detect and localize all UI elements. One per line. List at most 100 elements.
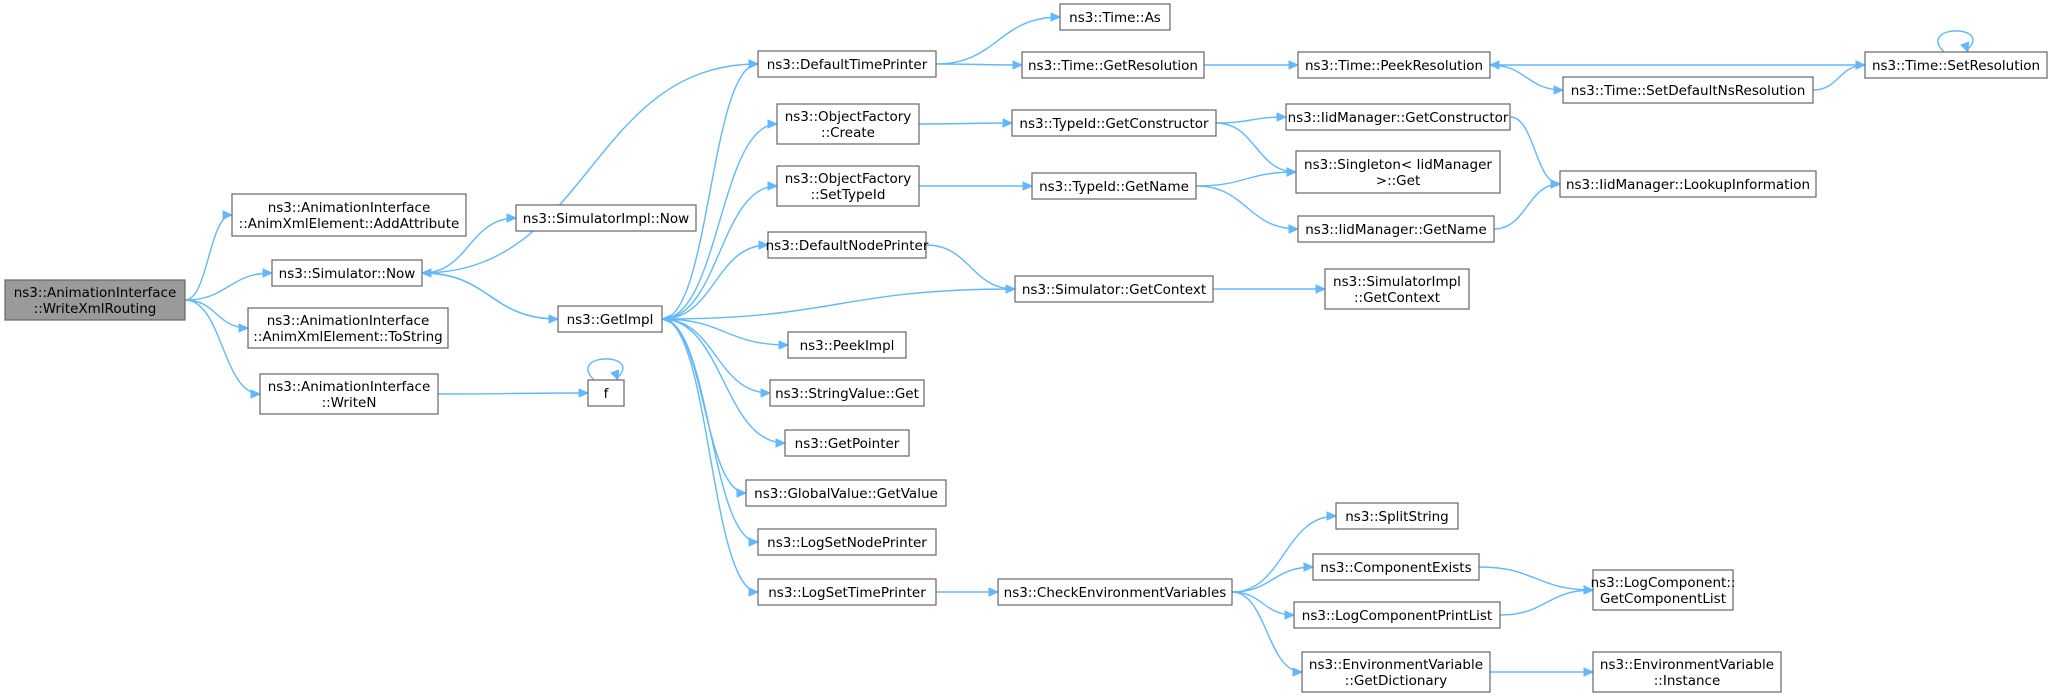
node-globalvalueget[interactable]: ns3::GlobalValue::GetValue — [745, 479, 947, 507]
node-typeidgetctor[interactable]: ns3::TypeId::GetConstructor — [1011, 109, 1217, 137]
node-label: ns3::StringValue::Get — [775, 386, 919, 402]
node-label: >::Get — [1376, 173, 1420, 189]
node-label: ns3::AnimationInterface — [14, 285, 177, 301]
edge-timepeekres-to-timesetdefns — [1489, 64, 1564, 91]
node-logsetnodeprinter[interactable]: ns3::LogSetNodePrinter — [757, 528, 937, 556]
node-splitstring[interactable]: ns3::SplitString — [1335, 502, 1459, 530]
edge-arrowhead — [262, 268, 274, 278]
node-timepeekres[interactable]: ns3::Time::PeekResolution — [1297, 51, 1491, 79]
node-envinstance[interactable]: ns3::EnvironmentVariable::Instance — [1592, 651, 1782, 693]
node-box — [1021, 51, 1205, 79]
node-label: ns3::LogComponent:: — [1591, 575, 1736, 591]
node-box — [757, 578, 937, 606]
node-logcompgetlist[interactable]: ns3::LogComponent::GetComponentList — [1591, 569, 1736, 611]
node-box — [787, 331, 907, 359]
node-box — [1301, 651, 1491, 693]
node-timesetres[interactable]: ns3::Time::SetResolution — [1864, 51, 2048, 79]
node-deftimeprinter[interactable]: ns3::DefaultTimePrinter — [757, 50, 937, 78]
node-simimplnow[interactable]: ns3::SimulatorImpl::Now — [515, 204, 697, 232]
edge-arrowhead — [748, 587, 760, 597]
node-iidgetname[interactable]: ns3::IidManager::GetName — [1297, 215, 1495, 243]
edge-typeidgetname-to-singletonget — [1195, 171, 1297, 187]
node-box — [1293, 601, 1501, 629]
node-root[interactable]: ns3::AnimationInterface::WriteXmlRouting — [4, 279, 186, 321]
node-box — [4, 279, 186, 321]
edge-getimpl-to-deftimeprinter — [661, 63, 759, 320]
edge-arrowhead — [1315, 284, 1327, 294]
node-ofcreate[interactable]: ns3::ObjectFactory::Create — [776, 103, 920, 145]
node-compexists[interactable]: ns3::ComponentExists — [1312, 553, 1480, 581]
node-box — [271, 259, 423, 287]
node-simimplgetcontext[interactable]: ns3::SimulatorImpl::GetContext — [1324, 268, 1470, 310]
node-label: ::GetDictionary — [1345, 673, 1447, 689]
edge-arrowhead — [748, 537, 760, 547]
node-label: ns3::AnimationInterface — [267, 313, 430, 329]
node-getpointer[interactable]: ns3::GetPointer — [784, 429, 910, 457]
edge-defnodeprinter-to-simgetcontext — [925, 244, 1016, 290]
edge-root-to-addattr — [184, 214, 233, 301]
edge-checkenv-to-envgetdict — [1231, 591, 1303, 673]
node-tostring[interactable]: ns3::AnimationInterface::AnimXmlElement:… — [247, 307, 449, 349]
node-box — [1285, 103, 1511, 131]
node-stringvalueget[interactable]: ns3::StringValue::Get — [769, 379, 925, 407]
node-timeas[interactable]: ns3::Time::As — [1059, 3, 1171, 31]
node-getimpl[interactable]: ns3::GetImpl — [557, 305, 663, 333]
edge-deftimeprinter-to-timegetres — [935, 63, 1023, 66]
edge-getimpl-to-ofsettypeid — [661, 185, 778, 320]
edge-arrowhead — [1276, 112, 1288, 122]
node-timesetdefns[interactable]: ns3::Time::SetDefaultNsResolution — [1562, 76, 1814, 104]
node-envgetdict[interactable]: ns3::EnvironmentVariable::GetDictionary — [1301, 651, 1491, 693]
edge-arrowhead — [660, 314, 672, 324]
edge-iidgetctor-to-iidlookup — [1509, 116, 1561, 185]
node-label: ns3::GetPointer — [795, 436, 900, 452]
edge-arrowhead — [1960, 41, 1970, 54]
edge-arrowhead — [767, 181, 779, 191]
node-simnow[interactable]: ns3::Simulator::Now — [271, 259, 423, 287]
node-defnodeprinter[interactable]: ns3::DefaultNodePrinter — [766, 231, 929, 259]
edge-timesetres-to-timesetres — [1937, 30, 1974, 53]
node-label: ns3::SimulatorImpl::Now — [523, 211, 689, 227]
node-box — [247, 307, 449, 349]
node-ofsettypeid[interactable]: ns3::ObjectFactory::SetTypeId — [776, 165, 920, 207]
edge-arrowhead — [610, 369, 620, 382]
edge-getimpl-to-simnow — [421, 272, 559, 320]
node-singletonget[interactable]: ns3::Singleton< IidManager>::Get — [1295, 150, 1501, 194]
node-iidlookup[interactable]: ns3::IidManager::LookupInformation — [1559, 170, 1817, 198]
edge-compexists-to-logcompgetlist — [1478, 566, 1594, 591]
edge-arrowhead — [736, 488, 748, 498]
node-box — [1031, 172, 1197, 200]
edge-writen-to-f — [437, 392, 589, 395]
node-label: ::AnimXmlElement::ToString — [253, 329, 442, 345]
node-label: ns3::AnimationInterface — [268, 200, 431, 216]
node-addattr[interactable]: ns3::AnimationInterface::AnimXmlElement:… — [231, 193, 467, 237]
edge-typeidgetctor-to-singletonget — [1215, 122, 1297, 173]
node-label: ::WriteN — [322, 395, 377, 411]
edge-arrowhead — [1288, 60, 1300, 70]
node-label: ns3::Time::GetResolution — [1028, 58, 1198, 74]
edge-arrowhead — [1292, 667, 1304, 677]
node-label: ns3::LogSetTimePrinter — [768, 585, 926, 601]
node-typeidgetname[interactable]: ns3::TypeId::GetName — [1031, 172, 1197, 200]
node-label: ns3::DefaultTimePrinter — [767, 57, 928, 73]
node-peekimpl[interactable]: ns3::PeekImpl — [787, 331, 907, 359]
edge-arrowhead — [1553, 85, 1565, 95]
node-writen[interactable]: ns3::AnimationInterface::WriteN — [259, 373, 439, 415]
node-checkenv[interactable]: ns3::CheckEnvironmentVariables — [997, 578, 1233, 606]
node-label: ns3::Simulator::Now — [279, 266, 416, 282]
edge-getimpl-to-getpointer — [661, 318, 786, 444]
node-logcompprintlist[interactable]: ns3::LogComponentPrintList — [1293, 601, 1501, 629]
edge-getimpl-to-defnodeprinter — [661, 244, 769, 320]
edge-arrowhead — [1303, 562, 1315, 572]
node-logsettimeprinter[interactable]: ns3::LogSetTimePrinter — [757, 578, 937, 606]
node-label: ns3::Singleton< IidManager — [1304, 157, 1492, 173]
node-iidgetctor[interactable]: ns3::IidManager::GetConstructor — [1285, 103, 1511, 131]
node-timegetres[interactable]: ns3::Time::GetResolution — [1021, 51, 1205, 79]
node-box — [557, 305, 663, 333]
node-label: GetComponentList — [1600, 591, 1726, 607]
edge-arrowhead — [1012, 60, 1024, 70]
node-label: ns3::Time::SetDefaultNsResolution — [1571, 83, 1806, 99]
edge-arrowhead — [578, 388, 590, 398]
node-simgetcontext[interactable]: ns3::Simulator::GetContext — [1014, 275, 1214, 303]
node-f[interactable]: f — [587, 379, 625, 407]
edges-layer — [184, 12, 1974, 677]
